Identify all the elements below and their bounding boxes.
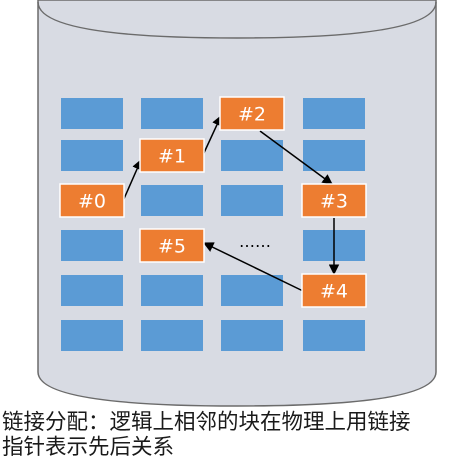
caption-line-1: 链接分配：逻辑上相邻的块在物理上用链接: [2, 410, 411, 435]
block-0: #0: [59, 183, 125, 218]
block-2-box: [219, 96, 285, 131]
block-3-box: [301, 183, 367, 218]
free-block-r5-c0: [61, 320, 123, 351]
free-block-r2-c1: [141, 185, 203, 216]
block-1-box: [139, 138, 205, 173]
block-3: #3: [301, 183, 367, 218]
free-block-r0-c0: [61, 98, 123, 129]
arrow-block-0-to-block-1: [122, 159, 143, 202]
block-1-label: #1: [158, 146, 186, 168]
free-block-r2-c2: [221, 185, 283, 216]
block-3-label: #3: [320, 191, 348, 213]
free-block-r1-c2: [221, 140, 283, 171]
linked-blocks: #0 #1 #2 #3 #4 #5: [59, 96, 367, 308]
free-block-r3-c0: [61, 230, 123, 261]
block-5: #5: [139, 228, 205, 263]
disk-cylinder-top-rim: [37, 1, 437, 39]
ellipsis-text: ……: [239, 232, 271, 251]
block-0-label: #0: [78, 191, 106, 213]
arrow-block-1-to-block-2: [202, 115, 222, 156]
free-block-r1-c0: [61, 140, 123, 171]
link-arrows: [122, 115, 340, 292]
disk-diagram: #0 #1 #2 #3 #4 #5 ……: [37, 0, 437, 407]
block-5-box: [139, 228, 205, 263]
free-block-r5-c1: [141, 320, 203, 351]
block-4: #4: [301, 273, 367, 308]
arrow-block-2-to-block-3: [259, 130, 333, 185]
free-block-r0-c3: [303, 98, 365, 129]
free-block-r5-c3: [303, 320, 365, 351]
block-2-label: #2: [238, 104, 266, 126]
free-block-r4-c0: [61, 275, 123, 306]
block-2: #2: [219, 96, 285, 131]
arrow-block-4-to-block-5: [203, 242, 304, 292]
caption-line-2: 指针表示先后关系: [2, 435, 175, 460]
block-5-label: #5: [158, 236, 186, 258]
free-block-r0-c1: [141, 98, 203, 129]
free-blocks-grid: [61, 98, 365, 351]
block-4-label: #4: [320, 281, 348, 303]
free-block-r1-c3: [303, 140, 365, 171]
free-block-r4-c2: [221, 275, 283, 306]
free-block-r5-c2: [221, 320, 283, 351]
caption: 链接分配：逻辑上相邻的块在物理上用链接 指针表示先后关系: [2, 410, 474, 460]
block-4-box: [301, 273, 367, 308]
block-0-box: [59, 183, 125, 218]
free-block-r4-c1: [141, 275, 203, 306]
block-1: #1: [139, 138, 205, 173]
